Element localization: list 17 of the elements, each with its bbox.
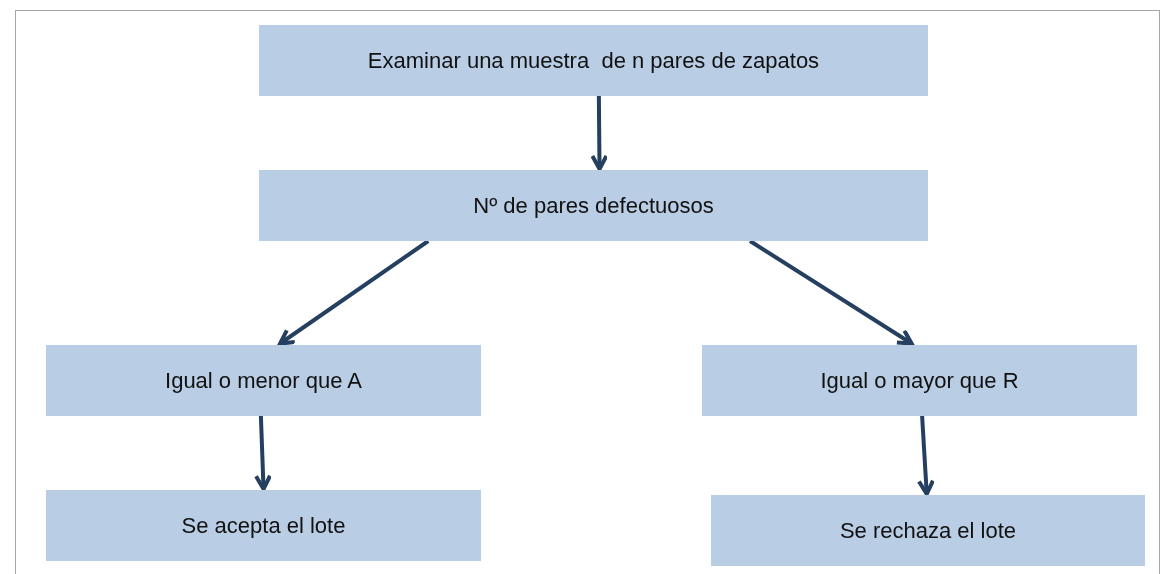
box-label: Igual o menor que A (165, 367, 362, 394)
box-label: Nº de pares defectuosos (473, 192, 714, 219)
box-label: Examinar una muestra de n pares de zapatos (367, 47, 820, 74)
process-box (259, 25, 928, 96)
box-label: Igual o mayor que R (820, 367, 1019, 394)
arrow (254, 415, 273, 491)
arrow (917, 415, 935, 496)
arrow (278, 239, 430, 346)
process-box (702, 345, 1137, 416)
process-box (46, 345, 481, 416)
process-box (711, 495, 1145, 566)
process-box (259, 170, 928, 241)
process-box (46, 490, 481, 561)
arrow (748, 239, 914, 346)
box-label: Se acepta el lote (181, 512, 346, 539)
box-label: Se rechaza el lote (839, 517, 1017, 544)
arrow (590, 95, 609, 171)
